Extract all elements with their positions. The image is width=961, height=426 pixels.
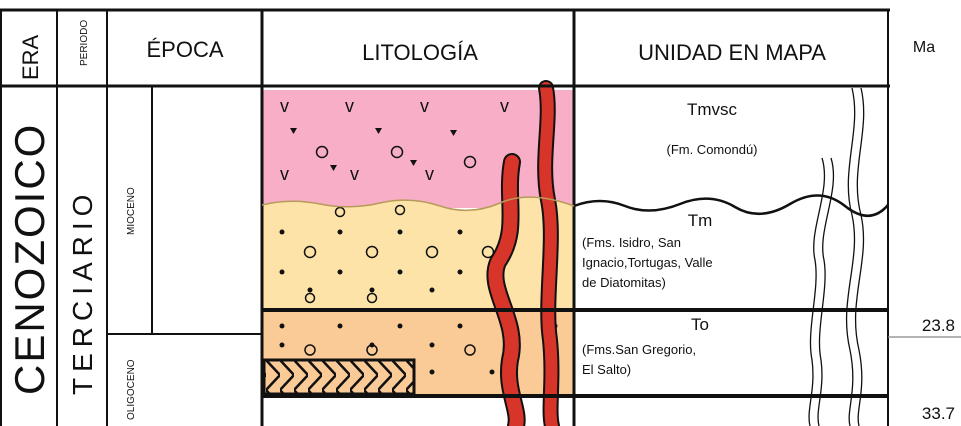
unit-tmvsc-desc: (Fm. Comondú) xyxy=(666,142,757,157)
age-33-7: 33.7 xyxy=(922,404,955,423)
periodo-terciario: TERCIARIO xyxy=(67,189,98,395)
header-era: ERA xyxy=(18,34,43,80)
epoca-oligoceno: OLIGOCENO xyxy=(126,359,137,420)
volcanic-layer xyxy=(262,90,574,208)
unit-to-code: To xyxy=(691,315,709,334)
svg-text:v: v xyxy=(500,96,509,116)
header-litologia: LITOLOGÍA xyxy=(362,40,478,65)
svg-text:v: v xyxy=(350,164,359,184)
unit-to-desc-1: (Fms.San Gregorio, xyxy=(582,342,696,357)
header-periodo: PERIODO xyxy=(79,20,90,66)
era-cenozoico: CENOZOICO xyxy=(6,123,53,395)
header-epoca: ÉPOCA xyxy=(146,37,223,62)
unit-tm-desc-2: Ignacio,Tortugas, Valle xyxy=(582,255,713,270)
unit-tmvsc-code: Tmvsc xyxy=(687,100,738,119)
header-ma: Ma xyxy=(913,39,935,56)
unit-tm-desc-3: de Diatomitas) xyxy=(582,275,666,290)
svg-text:v: v xyxy=(420,96,429,116)
unit-tm-code: Tm xyxy=(688,211,713,230)
epoca-mioceno: MIOCENO xyxy=(126,187,137,235)
map-dikes xyxy=(809,88,864,426)
svg-text:v: v xyxy=(280,96,289,116)
svg-text:v: v xyxy=(280,164,289,184)
svg-text:v: v xyxy=(425,164,434,184)
svg-text:v: v xyxy=(345,96,354,116)
header-unidad-en-mapa: UNIDAD EN MAPA xyxy=(638,40,826,65)
hatched-layer xyxy=(264,360,414,394)
unit-to-desc-2: El Salto) xyxy=(582,362,631,377)
age-23-8: 23.8 xyxy=(922,316,955,335)
unit-tm-desc-1: (Fms. Isidro, San xyxy=(582,235,681,250)
